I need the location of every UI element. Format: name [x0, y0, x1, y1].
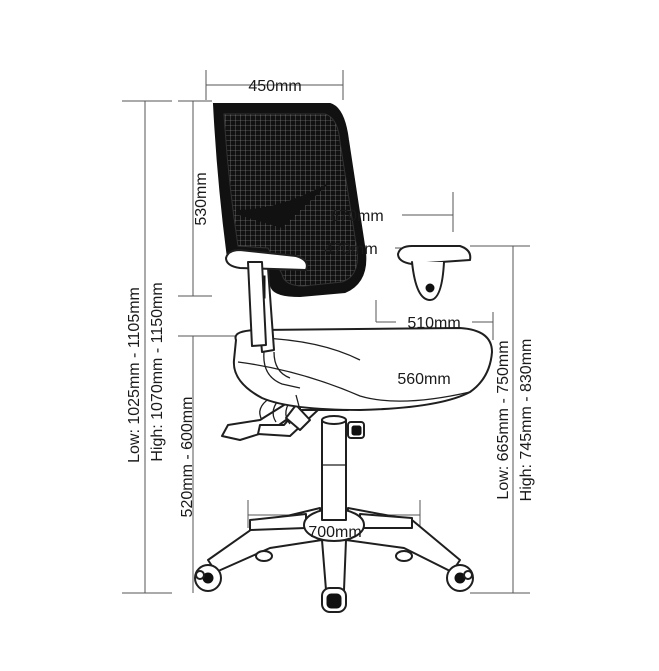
- armrest-left: [225, 249, 308, 347]
- seat-width-label: 560mm: [397, 371, 450, 388]
- overall-height-high-label: High: 1070mm - 1150mm: [149, 282, 166, 461]
- chair-backrest: [212, 103, 367, 298]
- armrest-right: [397, 245, 472, 301]
- seat-depth-label: 510mm: [407, 315, 460, 332]
- castors: [194, 550, 474, 613]
- dimension-labels: 450mm 530mm Low: 1025mm - 1105mm High: 1…: [126, 78, 535, 541]
- arm-height-low-label: Low: 665mm - 750mm: [495, 340, 512, 499]
- castor-back-left: [255, 550, 273, 562]
- arm-height-high-label: High: 745mm - 830mm: [518, 339, 535, 502]
- castor-front: [321, 587, 347, 613]
- castor-back-right: [395, 550, 413, 562]
- back-height-label: 530mm: [193, 172, 210, 225]
- gas-lift: [321, 415, 347, 521]
- arm-inner-width-label: 470mm: [324, 241, 377, 258]
- back-width-label: 450mm: [248, 78, 301, 95]
- arm-outer-width-label: 670mm: [330, 208, 383, 225]
- castor-left: [194, 564, 222, 592]
- castor-right: [446, 564, 474, 592]
- seat-height-label: 520mm - 600mm: [179, 397, 196, 518]
- height-knob: [347, 421, 365, 439]
- overall-height-low-label: Low: 1025mm - 1105mm: [126, 287, 143, 463]
- chair-illustration: [194, 103, 493, 613]
- base-diameter-label: 700mm: [308, 524, 361, 541]
